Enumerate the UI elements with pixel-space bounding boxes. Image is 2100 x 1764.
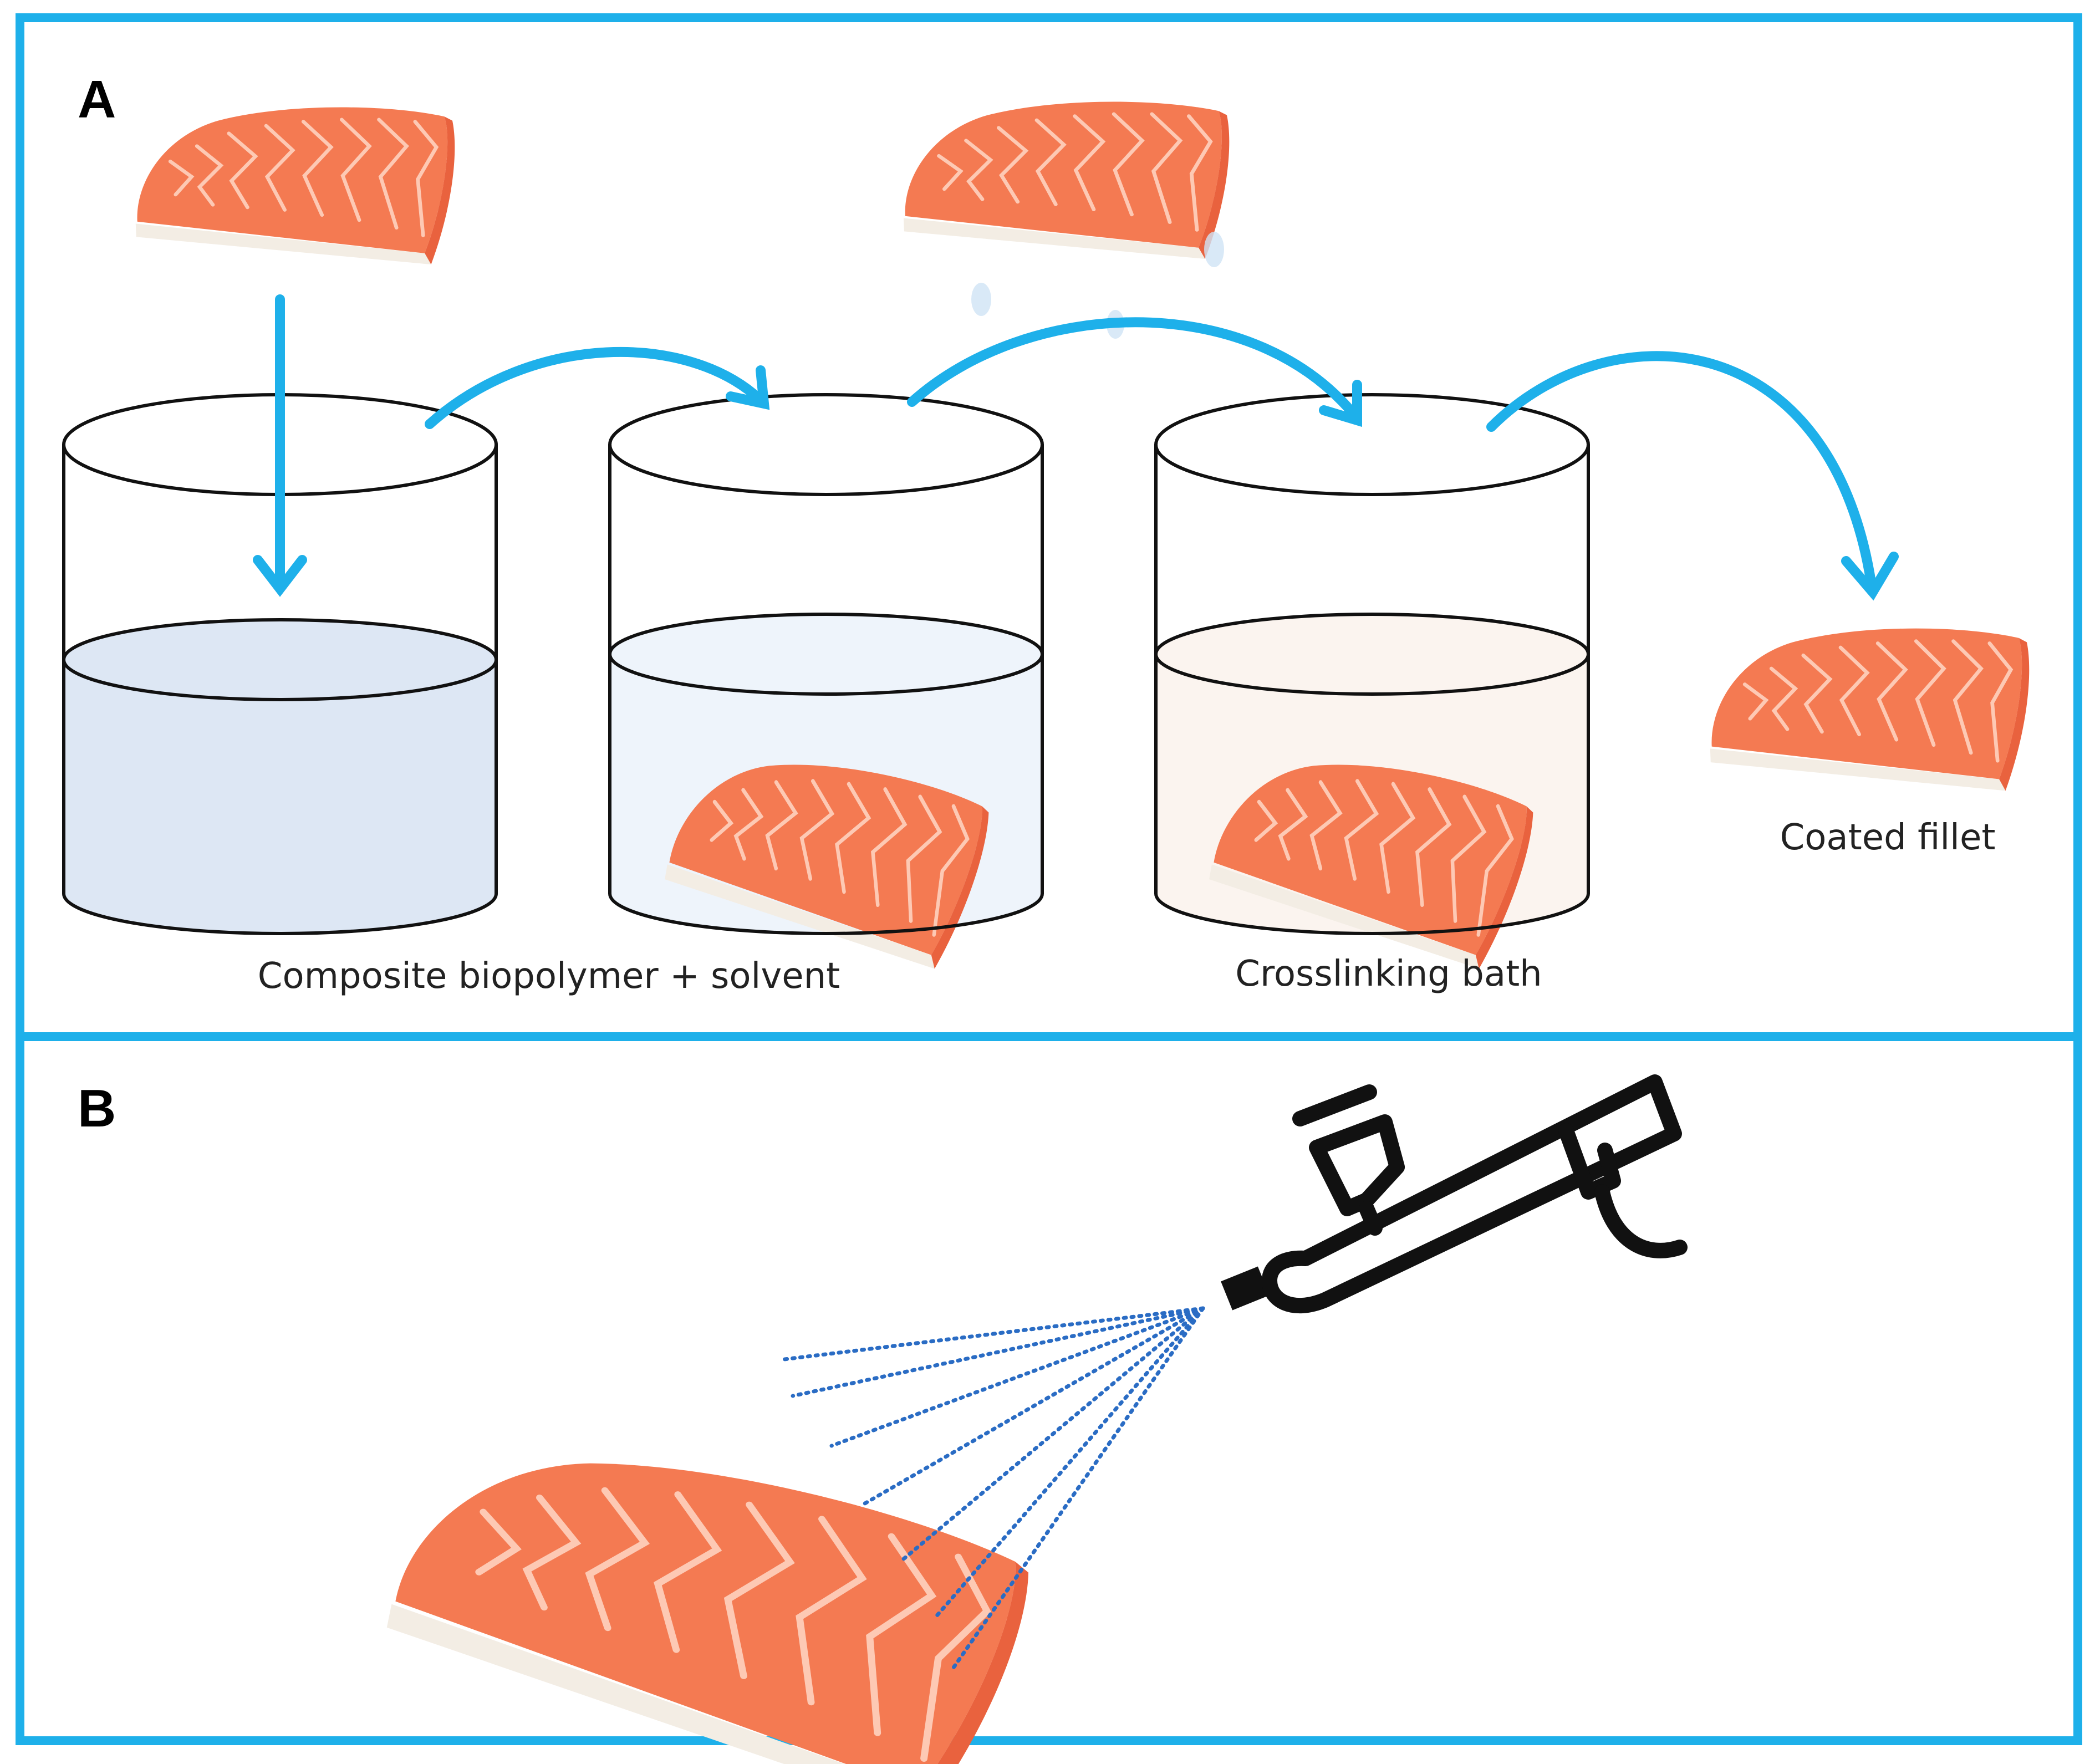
airbrush-icon xyxy=(1221,1074,1688,1314)
arrow-beaker-3-to-coated xyxy=(1486,351,1876,587)
arrowhead-3 xyxy=(1319,380,1362,427)
beaker-3-liquid-surface xyxy=(1154,613,1590,696)
panel-b-frame xyxy=(16,1032,2082,1745)
arrowhead-1 xyxy=(253,555,307,597)
beaker-1-liquid-surface xyxy=(62,618,498,701)
label-coated-fillet: Coated fillet xyxy=(1780,817,1996,858)
arrow-beaker-2-to-3 xyxy=(907,317,1358,418)
spray-lines xyxy=(782,1306,1205,1670)
salmon-fillet-icon xyxy=(136,108,455,265)
beaker-2 xyxy=(608,393,1044,973)
arrow-beaker-1-to-2 xyxy=(425,347,764,429)
beaker-1-liquid xyxy=(64,660,496,934)
label-crosslinking-bath: Crosslinking bath xyxy=(1235,954,1542,995)
label-composite-biopolymer: Composite biopolymer + solvent xyxy=(258,956,840,997)
arrowhead-4 xyxy=(1841,552,1899,601)
beaker-3-rim xyxy=(1154,393,1590,496)
coated-fillet xyxy=(1710,629,2029,791)
panel-letter-b: B xyxy=(78,1079,116,1138)
beaker-1 xyxy=(62,393,498,935)
panel-letter-a: A xyxy=(78,70,116,129)
beaker-2-rim xyxy=(608,393,1044,496)
salmon-fillet-icon xyxy=(374,1401,1038,1764)
beaker-2-liquid-surface xyxy=(608,613,1044,696)
arrowhead-2 xyxy=(726,365,770,410)
salmon-fillet-icon xyxy=(904,102,1229,259)
beaker-3 xyxy=(1154,393,1590,973)
